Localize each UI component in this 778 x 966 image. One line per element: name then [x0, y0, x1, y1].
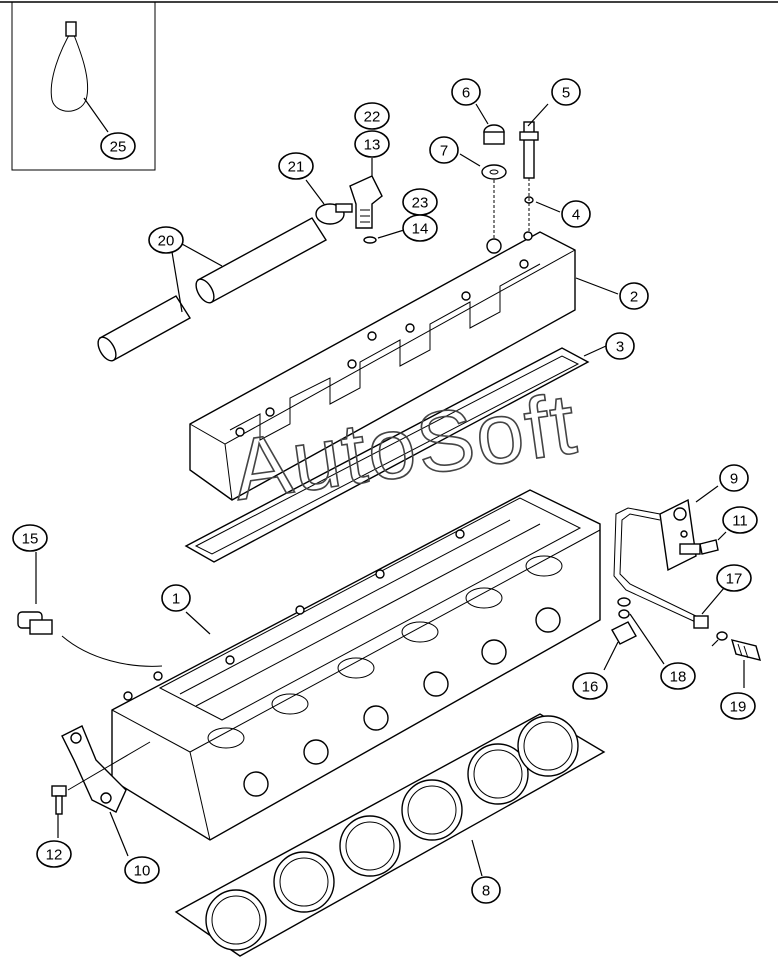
callout-23: 23	[402, 188, 438, 216]
callout-number: 20	[158, 233, 175, 250]
valve-cover-part-2	[189, 231, 619, 501]
callout-circle	[720, 692, 756, 720]
callout-number: 11	[732, 513, 748, 530]
callout-1: 1	[161, 584, 191, 612]
callout-20: 20	[148, 226, 184, 254]
callout-number: 25	[110, 139, 127, 156]
callout-circle	[716, 564, 752, 592]
callout-number: 8	[482, 883, 490, 900]
callout-number: 14	[412, 221, 429, 238]
inset-box	[11, 1, 156, 171]
callout-number: 19	[730, 699, 747, 716]
callout-circle	[551, 78, 581, 106]
callout-circle	[148, 226, 184, 254]
callout-number: 7	[440, 143, 448, 160]
callout-number: 13	[364, 137, 381, 154]
gasket-part-3	[184, 345, 607, 563]
leader-25	[83, 97, 109, 133]
callout-8: 8	[471, 876, 501, 904]
callout-circle	[402, 214, 438, 242]
callout-9: 9	[719, 464, 749, 492]
callout-number: 18	[670, 669, 687, 686]
callout-circle	[354, 102, 390, 130]
callout-6: 6	[451, 78, 481, 106]
callout-number: 4	[572, 207, 580, 224]
callout-circle	[451, 78, 481, 106]
callout-number: 2	[630, 289, 638, 306]
oil-line-part-17	[613, 507, 725, 629]
callout-16: 16	[572, 672, 608, 700]
callout-number: 6	[462, 85, 470, 102]
callout-14: 14	[402, 214, 438, 242]
callout-circle	[429, 136, 459, 164]
callout-18: 18	[660, 662, 696, 690]
connector-part-19	[730, 639, 762, 688]
elbow-fitting-13	[349, 158, 405, 244]
callout-circle	[572, 672, 608, 700]
callout-5: 5	[551, 78, 581, 106]
callout-circle	[278, 152, 314, 180]
loop-clip	[65, 21, 77, 37]
plug-part-15	[17, 552, 163, 667]
cap-part-6	[459, 103, 507, 240]
callout-circle	[561, 200, 591, 228]
callout-number: 16	[582, 679, 599, 696]
callout-circle	[161, 584, 191, 612]
callout-19: 19	[720, 692, 756, 720]
callout-number: 22	[364, 109, 381, 126]
callout-circle	[719, 464, 749, 492]
callout-circle	[12, 524, 48, 552]
loop-part	[50, 28, 89, 112]
stud-part-5	[519, 103, 561, 236]
callout-number: 21	[288, 159, 305, 176]
callout-21: 21	[278, 152, 314, 180]
callout-number: 12	[46, 847, 63, 864]
callout-circle	[471, 876, 501, 904]
callout-circle	[619, 282, 649, 310]
callout-13: 13	[354, 130, 390, 158]
hose-part-20	[97, 217, 327, 362]
callout-3: 3	[605, 332, 635, 360]
callout-22: 22	[354, 102, 390, 130]
callout-circle	[36, 840, 72, 868]
callout-25: 25	[100, 132, 136, 160]
callout-number: 15	[22, 531, 39, 548]
callout-number: 23	[412, 195, 429, 212]
head-gasket-part-8	[174, 713, 606, 957]
callout-number: 1	[172, 591, 180, 608]
bracket-part-9	[659, 485, 727, 572]
callout-11: 11	[722, 506, 758, 534]
fitting-part-16	[603, 597, 728, 671]
callout-12: 12	[36, 840, 72, 868]
callout-2: 2	[619, 282, 649, 310]
callout-10: 10	[124, 856, 160, 884]
callout-number: 17	[726, 571, 743, 588]
callout-7: 7	[429, 136, 459, 164]
callout-circle	[660, 662, 696, 690]
callout-number: 9	[730, 471, 738, 488]
callout-number: 10	[134, 863, 151, 880]
callout-number: 3	[616, 339, 624, 356]
callout-circle	[722, 506, 758, 534]
callout-4: 4	[561, 200, 591, 228]
callout-17: 17	[716, 564, 752, 592]
callout-circle	[354, 130, 390, 158]
callout-15: 15	[12, 524, 48, 552]
callout-circle	[605, 332, 635, 360]
callout-number: 5	[562, 85, 570, 102]
clamp-part-21	[305, 179, 353, 225]
callout-circle	[124, 856, 160, 884]
bracket-part-10	[51, 725, 151, 857]
callout-circle	[100, 132, 136, 160]
